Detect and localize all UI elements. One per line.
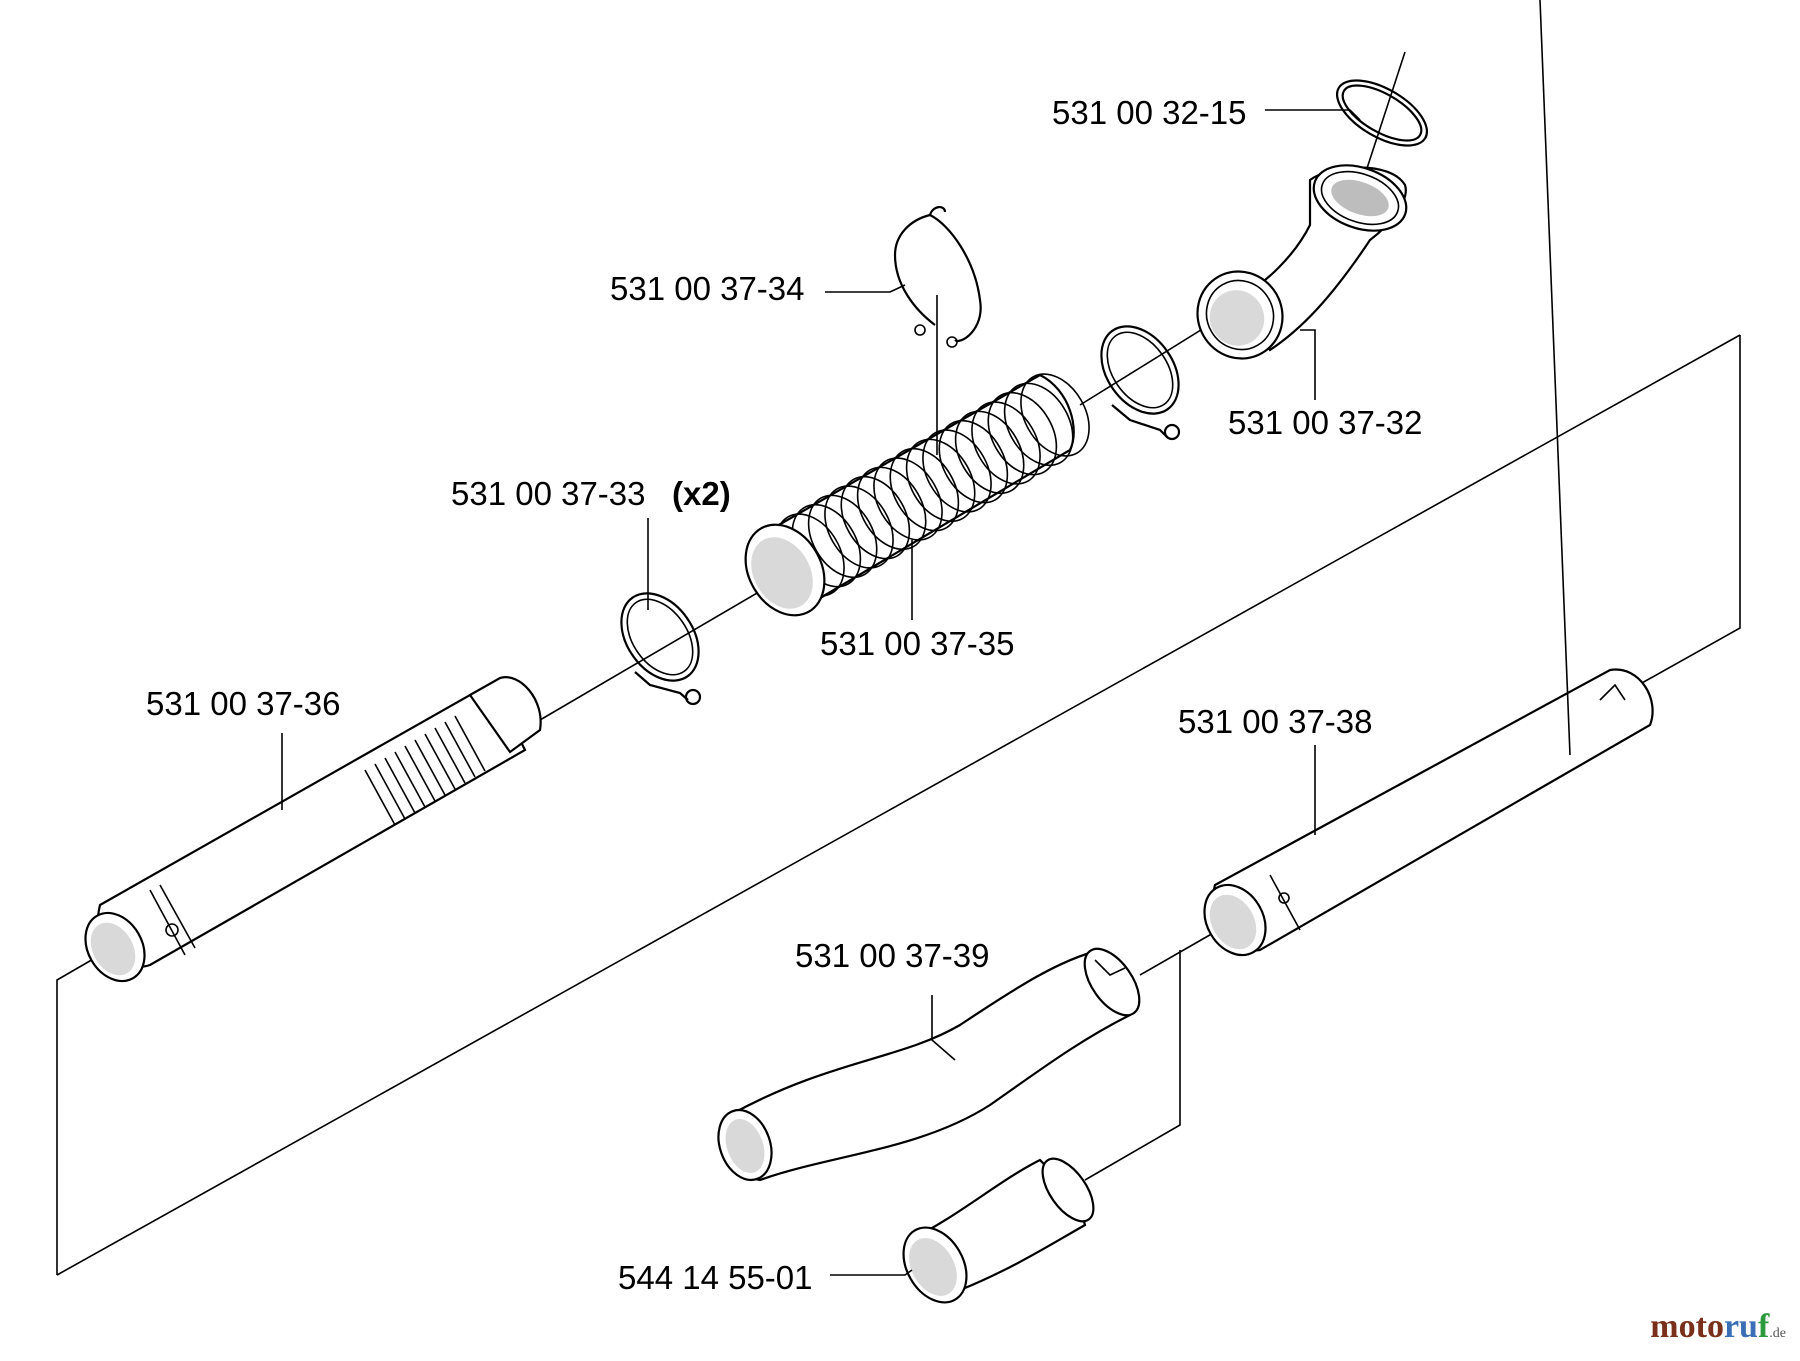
hose-clamp-upper bbox=[1100, 325, 1181, 441]
upper-tube-part bbox=[84, 676, 542, 983]
grip-ridge bbox=[384, 757, 416, 814]
grip-ridge bbox=[424, 733, 456, 790]
label-531-00-37-38: 531 00 37-38 bbox=[1178, 703, 1373, 740]
elbow-part bbox=[1196, 164, 1408, 360]
watermark-part-3: f bbox=[1757, 1308, 1770, 1345]
flat-nozzle-part bbox=[902, 1157, 1095, 1304]
clip-part bbox=[893, 206, 982, 348]
hose-rib bbox=[922, 429, 992, 513]
grip-ridge bbox=[434, 727, 466, 784]
assembly-frame-lines bbox=[56, 334, 1741, 1276]
hose-rib bbox=[987, 391, 1058, 476]
label-531-00-37-34: 531 00 37-34 bbox=[610, 270, 805, 307]
label-531-00-32-15: 531 00 32-15 bbox=[1052, 94, 1247, 131]
flex-hose-part bbox=[744, 373, 1090, 617]
grip-ridge bbox=[404, 745, 436, 802]
hose-rib bbox=[905, 438, 976, 523]
label-544-14-55-01: 544 14 55-01 bbox=[618, 1259, 813, 1296]
watermark-part-2: ru bbox=[1723, 1308, 1758, 1345]
hose-rib bbox=[856, 466, 927, 551]
watermark-suffix: .de bbox=[1769, 1326, 1786, 1341]
grip-ridge bbox=[364, 769, 396, 826]
leader-lines bbox=[281, 109, 1361, 1276]
lower-tube-part bbox=[1203, 0, 1654, 957]
hose-rib bbox=[954, 410, 1025, 495]
grip-ridge bbox=[414, 739, 446, 796]
label-531-00-37-35: 531 00 37-35 bbox=[820, 625, 1015, 662]
hose-rib bbox=[840, 475, 911, 560]
hose-rib bbox=[873, 457, 943, 541]
site-watermark: motoruf.de bbox=[1650, 1308, 1786, 1346]
hose-rib bbox=[971, 401, 1041, 485]
hose-rib bbox=[824, 485, 894, 569]
label-531-00-37-39: 531 00 37-39 bbox=[795, 937, 990, 974]
hose-rib bbox=[889, 447, 960, 532]
label-531-00-37-36: 531 00 37-36 bbox=[146, 685, 341, 722]
part-labels: 531 00 32-15 531 00 37-34 531 00 37-32 5… bbox=[146, 94, 1423, 1296]
hose-clamp-lower bbox=[620, 592, 702, 706]
hose-rib bbox=[1003, 382, 1074, 467]
grip-ridge bbox=[394, 751, 426, 808]
curved-nozzle-part bbox=[717, 947, 1141, 1182]
hose-rib bbox=[938, 419, 1009, 504]
watermark-part-1: moto bbox=[1650, 1308, 1724, 1345]
o-ring-part bbox=[1335, 79, 1429, 147]
label-531-00-37-32: 531 00 37-32 bbox=[1228, 404, 1423, 441]
label-531-00-37-33: 531 00 37-33 bbox=[451, 475, 646, 512]
grip-ridge bbox=[374, 763, 406, 820]
hose-rib bbox=[1020, 373, 1090, 457]
grip-ridge bbox=[454, 715, 486, 772]
label-531-00-37-33-quantity: (x2) bbox=[672, 475, 731, 512]
grip-ridge bbox=[444, 721, 476, 778]
